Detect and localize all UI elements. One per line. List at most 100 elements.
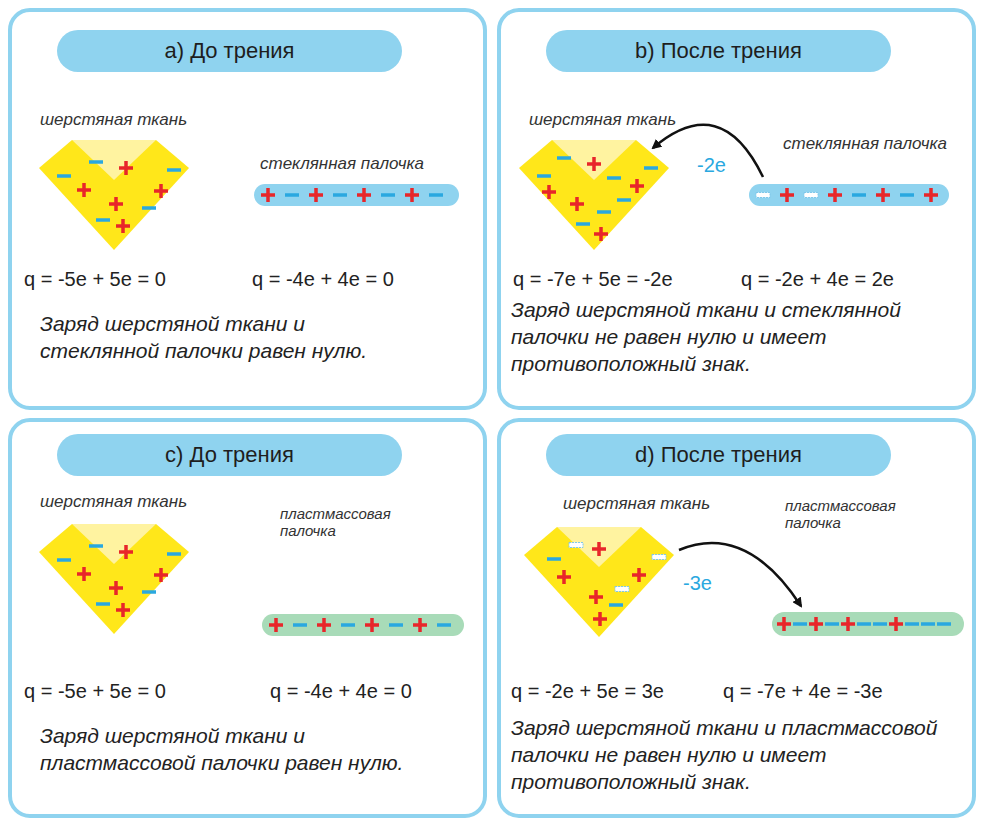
minus-sign (644, 166, 658, 170)
panel-caption: Заряд шерстяной ткани и пластмассовой па… (511, 714, 973, 795)
plus-sign (557, 570, 571, 584)
material-label: шерстяная ткань (563, 494, 710, 514)
panel: Заряд шерстяной ткани и пластмассовой па… (497, 418, 976, 818)
minus-sign (96, 602, 110, 606)
plus-sign (593, 612, 607, 626)
panel-caption: Заряд шерстяной ткани и стеклянной палоч… (511, 296, 973, 377)
removed-electron (652, 555, 666, 560)
transfer-arrow (653, 125, 763, 177)
plus-sign (154, 184, 168, 198)
rod-shape (749, 184, 949, 206)
minus-sign (852, 193, 866, 197)
material-label: шерстяная ткань (529, 110, 676, 130)
panel-heading: a) До трения (164, 38, 294, 64)
header-pill: d) После трения (546, 434, 891, 476)
rod (254, 184, 459, 206)
minus-sign (900, 193, 914, 197)
plus-sign (317, 618, 331, 632)
plus-sign (116, 219, 130, 233)
rod (772, 612, 964, 636)
minus-sign (381, 193, 395, 197)
minus-sign (857, 622, 871, 626)
minus-sign (617, 198, 631, 202)
charge-equation: q = -7e + 4e = -3e (723, 680, 883, 703)
plus-sign (413, 618, 427, 632)
minus-sign (293, 623, 307, 627)
removed-electron (804, 193, 818, 198)
plus-sign (119, 545, 133, 559)
minus-sign (341, 623, 355, 627)
charge-equation: q = -2e + 4e = 2e (741, 268, 894, 291)
plus-sign (261, 188, 275, 202)
wool-cloth (39, 524, 189, 634)
panel-caption: Заряд шерстяной ткани и стеклянной палоч… (40, 310, 410, 364)
cloth-shape (524, 527, 674, 637)
plus-sign (841, 617, 855, 631)
panel-heading: b) После трения (635, 38, 802, 64)
plus-sign (269, 618, 283, 632)
removed-electron (615, 587, 629, 592)
plus-sign (154, 568, 168, 582)
minus-sign (905, 622, 919, 626)
wool-cloth (39, 140, 189, 250)
plus-sign (889, 617, 903, 631)
plus-sign (570, 197, 584, 211)
plus-sign (77, 183, 91, 197)
minus-sign (57, 558, 71, 562)
material-label: шерстяная ткань (40, 110, 187, 130)
wool-cloth (524, 527, 674, 637)
material-label: пластмассовая палочка (280, 506, 430, 539)
cloth-shape (39, 140, 189, 250)
transfer-arrow (679, 543, 801, 606)
minus-sign (547, 557, 561, 561)
plus-sign (632, 568, 646, 582)
plus-sign (594, 227, 608, 241)
panel: Заряд шерстяной ткани и стеклянной палоч… (8, 8, 487, 410)
plus-sign (116, 603, 130, 617)
plus-sign (119, 161, 133, 175)
material-label: шерстяная ткань (40, 492, 187, 512)
charge-equation: q = -5e + 5e = 0 (24, 680, 166, 703)
minus-sign (937, 622, 951, 626)
cloth-fold (552, 140, 636, 180)
minus-sign (142, 590, 156, 594)
panel-heading: c) До трения (165, 442, 294, 468)
plus-sign (924, 188, 938, 202)
rod (262, 614, 464, 636)
cloth-shape (39, 524, 189, 634)
minus-sign (557, 156, 571, 160)
minus-sign (167, 552, 181, 556)
minus-sign (389, 623, 403, 627)
plus-sign (542, 185, 556, 199)
panel-heading: d) После трения (635, 442, 802, 468)
charge-equation: q = -5e + 5e = 0 (24, 268, 166, 291)
minus-sign (96, 218, 110, 222)
wool-cloth (519, 140, 669, 250)
minus-sign (793, 622, 807, 626)
transfer-label: -2e (697, 154, 726, 177)
minus-sign (333, 193, 347, 197)
minus-sign (873, 622, 887, 626)
plus-sign (828, 188, 842, 202)
minus-sign (285, 193, 299, 197)
header-pill: b) После трения (546, 30, 891, 72)
plus-sign (309, 188, 323, 202)
plus-sign (587, 157, 601, 171)
rod (749, 184, 949, 206)
cloth-fold (72, 524, 156, 564)
plus-sign (592, 542, 606, 556)
header-pill: c) До трения (57, 434, 402, 476)
plus-sign (357, 188, 371, 202)
plus-sign (109, 581, 123, 595)
minus-sign (429, 193, 443, 197)
plus-sign (77, 567, 91, 581)
material-label: пластмассовая палочка (785, 498, 935, 531)
plus-sign (109, 197, 123, 211)
minus-sign (921, 622, 935, 626)
plus-sign (876, 188, 890, 202)
plus-sign (630, 179, 644, 193)
cloth-fold (72, 140, 156, 180)
minus-sign (437, 623, 451, 627)
charge-equation: q = -2e + 5e = 3e (511, 680, 664, 703)
